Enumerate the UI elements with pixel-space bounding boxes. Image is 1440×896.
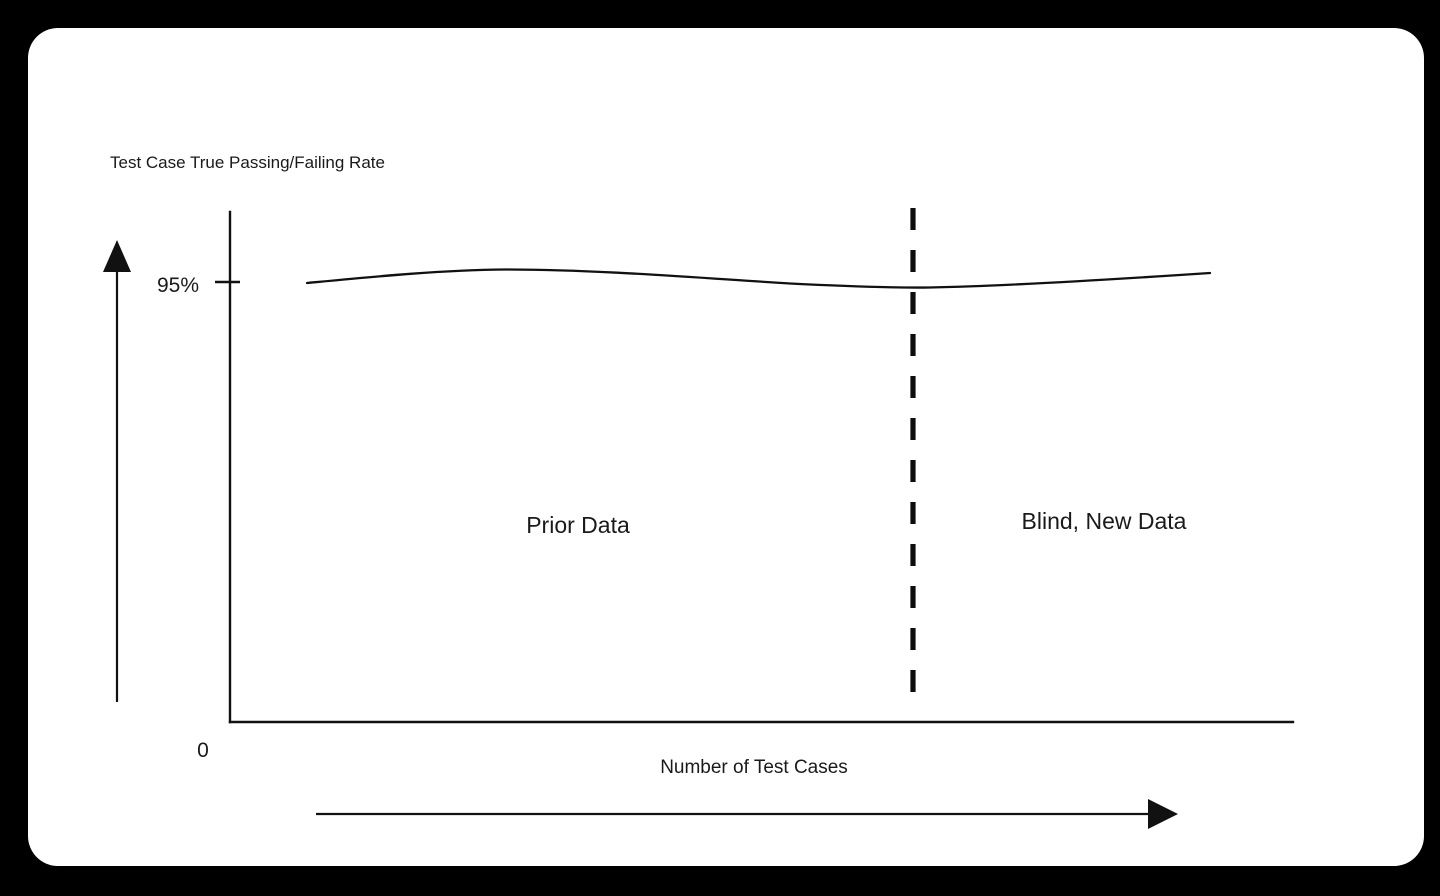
true-rate-curve (305, 268, 1212, 289)
region-label-prior-data: Prior Data (526, 512, 630, 538)
x-axis-title: Number of Test Cases (660, 757, 848, 778)
x-axis-direction-arrow (316, 799, 1178, 829)
y-axis-direction-arrow (103, 240, 131, 702)
region-label-blind-new-data: Blind, New Data (1022, 508, 1187, 534)
figure-card (28, 28, 1424, 866)
origin-label: 0 (197, 739, 209, 762)
chart-title: Test Case True Passing/Failing Rate (110, 153, 385, 172)
y-axis-tick-label-95: 95% (157, 274, 199, 297)
